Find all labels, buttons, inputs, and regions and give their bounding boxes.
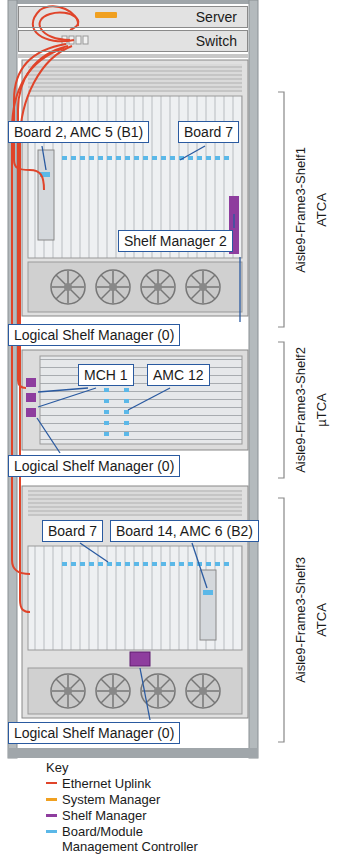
callout-text: Logical Shelf Manager (0) <box>14 326 174 344</box>
shelf-label: Aisle9-Frame3-Shelf2 <box>293 347 308 473</box>
legend-row: System Manager <box>46 792 212 807</box>
callout-text: Board 14, AMC 6 (B2) <box>116 522 253 540</box>
shelf-label: Aisle9-Frame3-Shelf1 <box>293 147 308 273</box>
shelf-label: Aisle9-Frame3-Shelf3 <box>293 557 308 683</box>
legend-text: Ethernet Uplink <box>62 776 212 791</box>
callout-text: Board 7 <box>48 522 97 540</box>
callout-text: Server <box>24 8 237 26</box>
legend: Ethernet UplinkSystem ManagerShelf Manag… <box>46 776 212 855</box>
callout-text: Board 2, AMC 5 (B1) <box>14 123 143 141</box>
callout-box: Board 14, AMC 6 (B2) <box>110 520 259 542</box>
legend-text: Shelf Manager <box>62 808 212 823</box>
rack-unit: Server <box>18 6 248 28</box>
callout-text: Switch <box>24 32 237 50</box>
callout-box: Board 7 <box>178 121 239 143</box>
legend-text: System Manager <box>62 792 212 807</box>
legend-text: Board/Module Management Controller <box>62 824 212 854</box>
callout-box: Logical Shelf Manager (0) <box>8 722 180 744</box>
callout-box: Logical Shelf Manager (0) <box>8 324 180 346</box>
callout-text: Shelf Manager 2 <box>124 232 227 250</box>
legend-row: Shelf Manager <box>46 808 212 823</box>
callout-text: Logical Shelf Manager (0) <box>14 457 174 475</box>
shelf-label: ATCA <box>314 603 329 637</box>
callout-box: MCH 1 <box>78 364 134 386</box>
callout-text: Logical Shelf Manager (0) <box>14 724 174 742</box>
line-sample <box>46 782 57 784</box>
callout-box: Logical Shelf Manager (0) <box>8 455 180 477</box>
legend-swatch <box>46 814 57 817</box>
callout-box: AMC 12 <box>147 364 210 386</box>
legend-swatch <box>46 798 57 801</box>
legend-swatch <box>46 830 57 833</box>
legend-row: Ethernet Uplink <box>46 776 212 791</box>
callout-box: Board 2, AMC 5 (B1) <box>8 121 149 143</box>
rack-unit: Switch <box>18 30 248 52</box>
callout-text: MCH 1 <box>84 366 128 384</box>
callout-text: AMC 12 <box>153 366 204 384</box>
callout-text: Board 7 <box>184 123 233 141</box>
callout-box: Board 7 <box>42 520 103 542</box>
shelf-label: ATCA <box>314 193 329 227</box>
callout-box: Shelf Manager 2 <box>118 230 233 252</box>
shelf-label: µTCA <box>314 393 329 427</box>
legend-title: Key <box>46 760 68 775</box>
legend-row: Board/Module Management Controller <box>46 824 212 854</box>
